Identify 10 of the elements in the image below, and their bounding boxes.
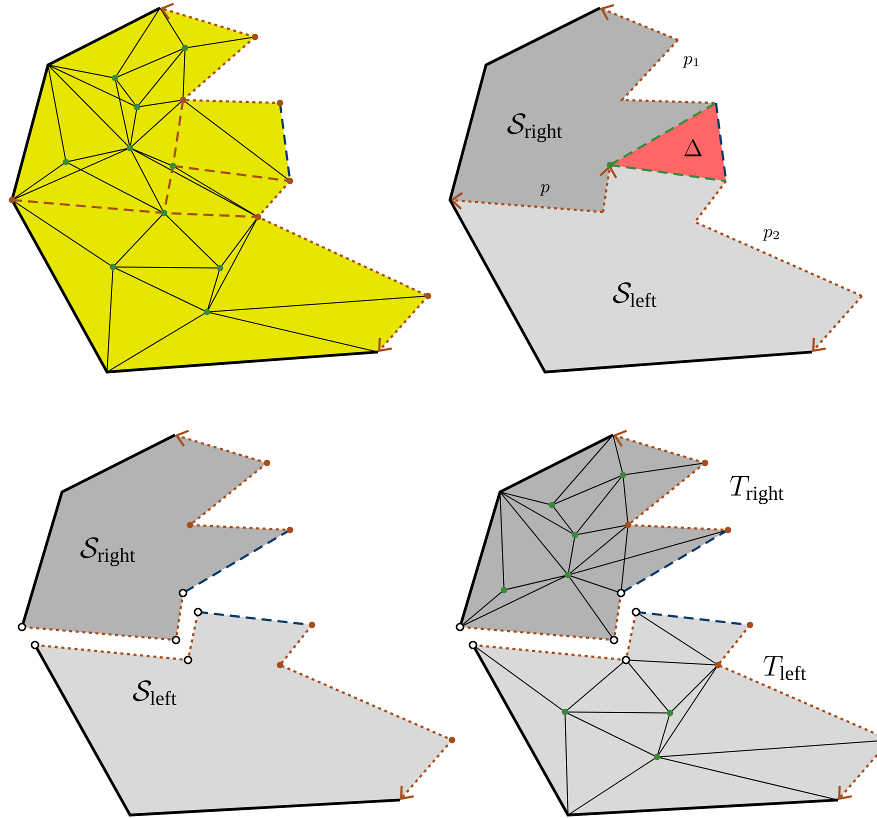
region-label: $\mathcal{S}_{\mathrm{left}}$ bbox=[133, 680, 176, 706]
region-label: $p$ bbox=[540, 184, 550, 196]
region-label: $\mathcal{S}_{\mathrm{right}}$ bbox=[507, 113, 562, 142]
region-label: $p_1$ bbox=[682, 56, 699, 68]
region-label: $\Delta$ bbox=[684, 139, 702, 156]
region-label: $T_{\mathrm{right}}$ bbox=[730, 476, 784, 504]
region-label: $\mathcal{S}_{\mathrm{left}}$ bbox=[613, 282, 656, 308]
region-label: $T_{\mathrm{left}}$ bbox=[764, 656, 806, 680]
region-label: $\mathcal{S}_{\mathrm{right}}$ bbox=[80, 537, 136, 566]
region-label: $p_2$ bbox=[762, 229, 779, 241]
